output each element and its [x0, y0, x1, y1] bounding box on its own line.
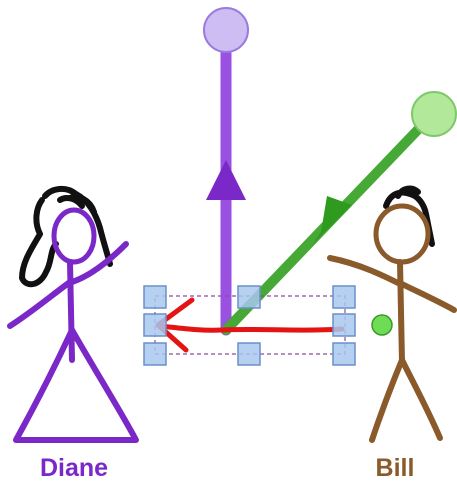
- green-arrowhead: [313, 196, 352, 244]
- red-arrow-shaft: [157, 323, 345, 333]
- bill-right-arm: [399, 281, 457, 313]
- selection-handle-bottom-left[interactable]: [143, 342, 167, 366]
- diane-figure: [7, 186, 139, 443]
- diane-left-arm: [7, 279, 73, 329]
- purple-arrow[interactable]: [203, 7, 249, 336]
- selection-handle-middle-left[interactable]: [143, 313, 167, 337]
- selection-anchor-handle[interactable]: [371, 314, 393, 336]
- bill-figure: [327, 185, 457, 443]
- selection-handle-bottom-right[interactable]: [332, 342, 356, 366]
- purple-arrow-handle[interactable]: [203, 7, 249, 53]
- bill-body: [397, 259, 405, 365]
- bill-right-leg: [399, 357, 443, 441]
- selection-handle-bottom-middle[interactable]: [237, 342, 261, 366]
- diane-right-arm: [69, 241, 129, 285]
- selection-handles: [143, 285, 393, 366]
- diane-head: [51, 207, 97, 265]
- bill-left-leg: [369, 357, 405, 443]
- bill-label: Bill: [376, 454, 415, 482]
- purple-arrowhead: [206, 160, 246, 200]
- selection-handle-top-right[interactable]: [332, 285, 356, 309]
- diane-dress: [13, 327, 139, 443]
- bill-head: [373, 203, 431, 265]
- selection-handle-top-middle[interactable]: [237, 285, 261, 309]
- bill-left-arm: [327, 255, 403, 287]
- green-arrow-handle[interactable]: [411, 91, 457, 137]
- selection-handle-top-left[interactable]: [143, 285, 167, 309]
- diane-body: [67, 259, 75, 363]
- selection-handle-middle-right[interactable]: [332, 313, 356, 337]
- diane-label: Diane: [40, 454, 108, 482]
- diane-hair: [19, 186, 113, 288]
